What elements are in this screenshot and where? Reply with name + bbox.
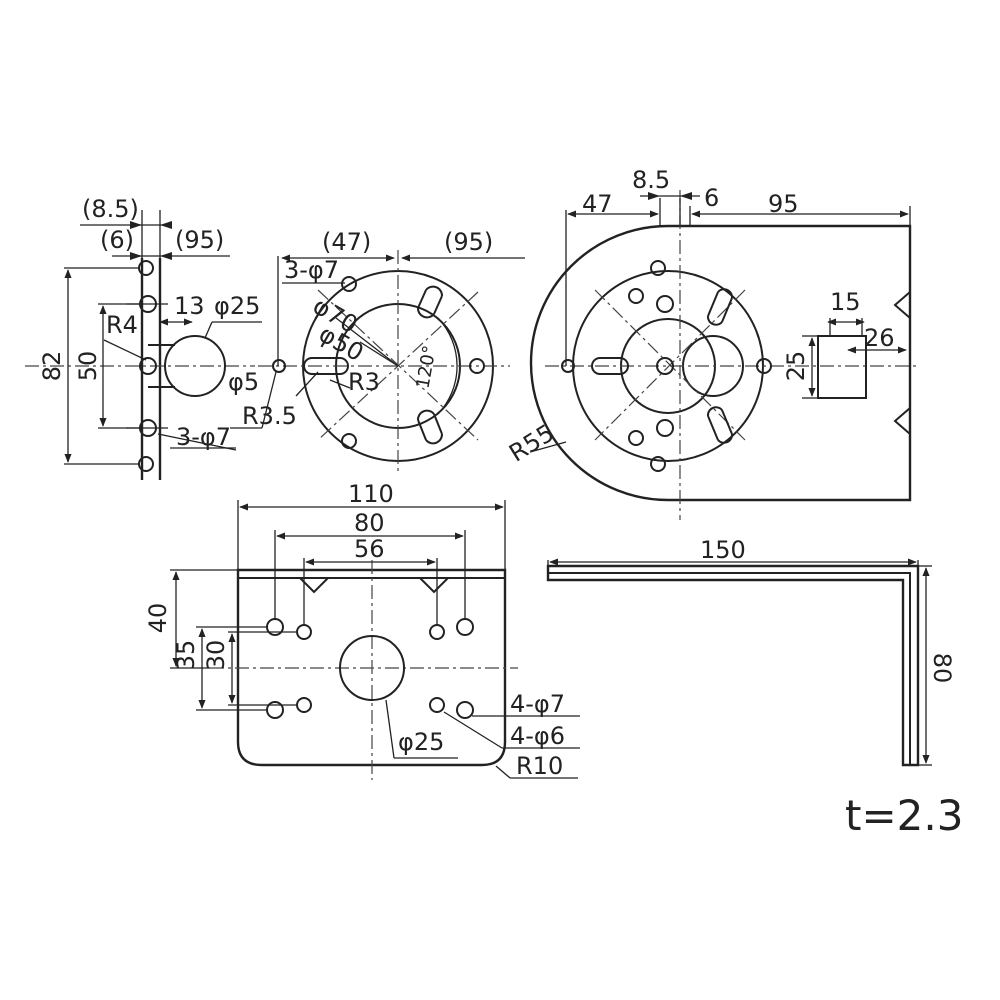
top-dim-8-5: 8.5 — [632, 166, 670, 194]
side-dim-6: (6) — [100, 226, 134, 254]
plate-dim-phi50: φ50 — [314, 320, 368, 367]
side-dim-95: (95) — [175, 226, 224, 254]
top-dim-25: 25 — [782, 351, 810, 382]
profile-dim-150: 150 — [700, 536, 746, 564]
side-dim-13: 13 — [174, 292, 205, 320]
plate-dim-angle: 120° — [412, 344, 440, 390]
profile-view: 150 80 — [546, 536, 956, 767]
side-dim-phi25: φ25 — [214, 292, 260, 320]
front-view: 110 80 56 40 35 30 φ25 4-φ7 4-φ6 R10 — [144, 480, 580, 780]
top-dim-6: 6 — [704, 184, 719, 212]
side-hole-phi25 — [164, 335, 226, 397]
front-hole-phi25 — [339, 635, 405, 701]
top-dim-95: 95 — [768, 190, 799, 218]
plate-dim-r3: R3 — [348, 368, 380, 396]
side-view: (8.5) (6) (95) 82 50 13 R4 φ25 3-φ7 — [25, 195, 262, 480]
plate-dim-r3-5: R3.5 — [242, 402, 297, 430]
side-dim-8-5: (8.5) — [82, 195, 139, 223]
top-view: 8.5 47 6 95 15 26 25 R55 — [504, 166, 920, 520]
front-dim-holes6: 4-φ6 — [510, 722, 565, 750]
plate-dim-phi5: φ5 — [228, 368, 259, 396]
top-dim-r55: R55 — [504, 419, 559, 468]
top-dim-26: 26 — [864, 324, 895, 352]
plate-dim-95: (95) — [444, 228, 493, 256]
side-dim-r4: R4 — [106, 311, 138, 339]
front-dim-80: 80 — [354, 509, 385, 537]
side-dim-holes: 3-φ7 — [176, 423, 231, 451]
top-dim-15: 15 — [830, 288, 861, 316]
round-plate-view: (47) (95) 3-φ7 φ70 φ50 120° φ5 R3 R3.5 — [228, 228, 525, 475]
plate-dim-holes: 3-φ7 — [284, 256, 339, 284]
top-dim-47: 47 — [582, 190, 613, 218]
side-dim-50: 50 — [74, 351, 102, 382]
front-dim-56: 56 — [354, 535, 385, 563]
plate-dim-47: (47) — [322, 228, 371, 256]
front-dim-40: 40 — [144, 603, 172, 634]
front-dim-35: 35 — [172, 640, 200, 671]
front-dim-r10: R10 — [516, 752, 563, 780]
front-dim-phi25: φ25 — [398, 728, 444, 756]
profile-dim-80: 80 — [928, 653, 956, 684]
thickness-note: t=2.3 — [845, 791, 963, 840]
front-dim-holes7: 4-φ7 — [510, 690, 565, 718]
side-dim-82: 82 — [38, 351, 66, 382]
front-dim-110: 110 — [348, 480, 394, 508]
front-dim-30: 30 — [202, 640, 230, 671]
